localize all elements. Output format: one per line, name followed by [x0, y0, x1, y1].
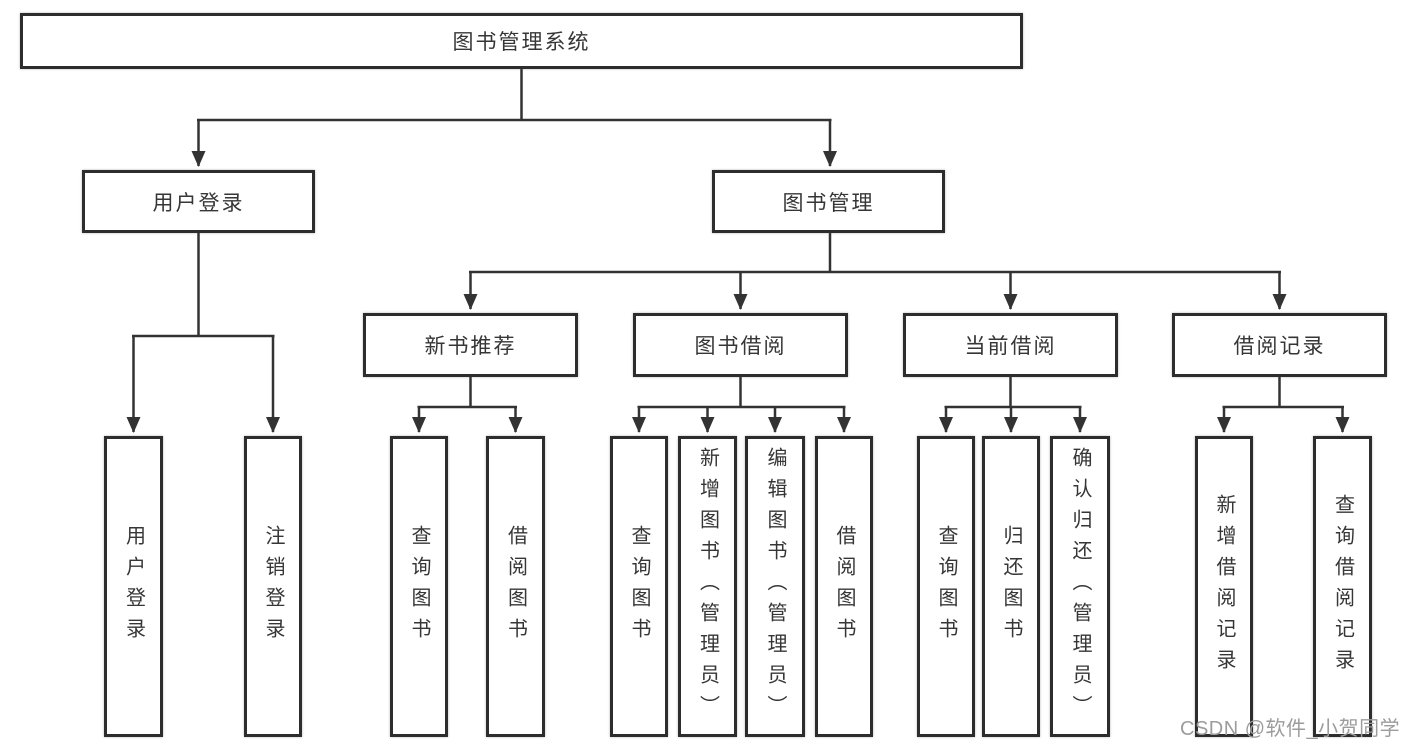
- node-library-system-root: 图书管理系统: [20, 13, 1023, 69]
- leaf-confirm-return-admin: 确认归还（管理员）: [1050, 436, 1110, 737]
- leaf-borrow-books-recommend: 借阅图书: [486, 436, 545, 737]
- csdn-watermark: CSDN @软件_小贺同学: [1180, 718, 1401, 740]
- leaf-add-book-admin: 新增图书（管理员）: [678, 436, 737, 737]
- leaf-add-borrow-record: 新增借阅记录: [1195, 436, 1253, 737]
- leaf-return-book: 归还图书: [982, 436, 1040, 737]
- leaf-logout: 注销登录: [244, 436, 302, 737]
- leaf-query-borrow-record: 查询借阅记录: [1313, 436, 1372, 737]
- node-user-login: 用户登录: [82, 170, 315, 233]
- leaf-query-books-borrow: 查询图书: [610, 436, 668, 737]
- node-new-book-recommend: 新书推荐: [363, 313, 578, 377]
- leaf-borrow-books: 借阅图书: [815, 436, 873, 737]
- leaf-edit-book-admin: 编辑图书（管理员）: [745, 436, 805, 737]
- node-current-borrow: 当前借阅: [903, 313, 1118, 377]
- leaf-user-login: 用户登录: [104, 436, 163, 737]
- node-borrow-records: 借阅记录: [1172, 313, 1387, 377]
- leaf-query-books-current: 查询图书: [917, 436, 975, 737]
- node-book-management: 图书管理: [712, 170, 945, 233]
- leaf-query-books-recommend: 查询图书: [390, 436, 448, 737]
- node-book-borrow: 图书借阅: [633, 313, 848, 377]
